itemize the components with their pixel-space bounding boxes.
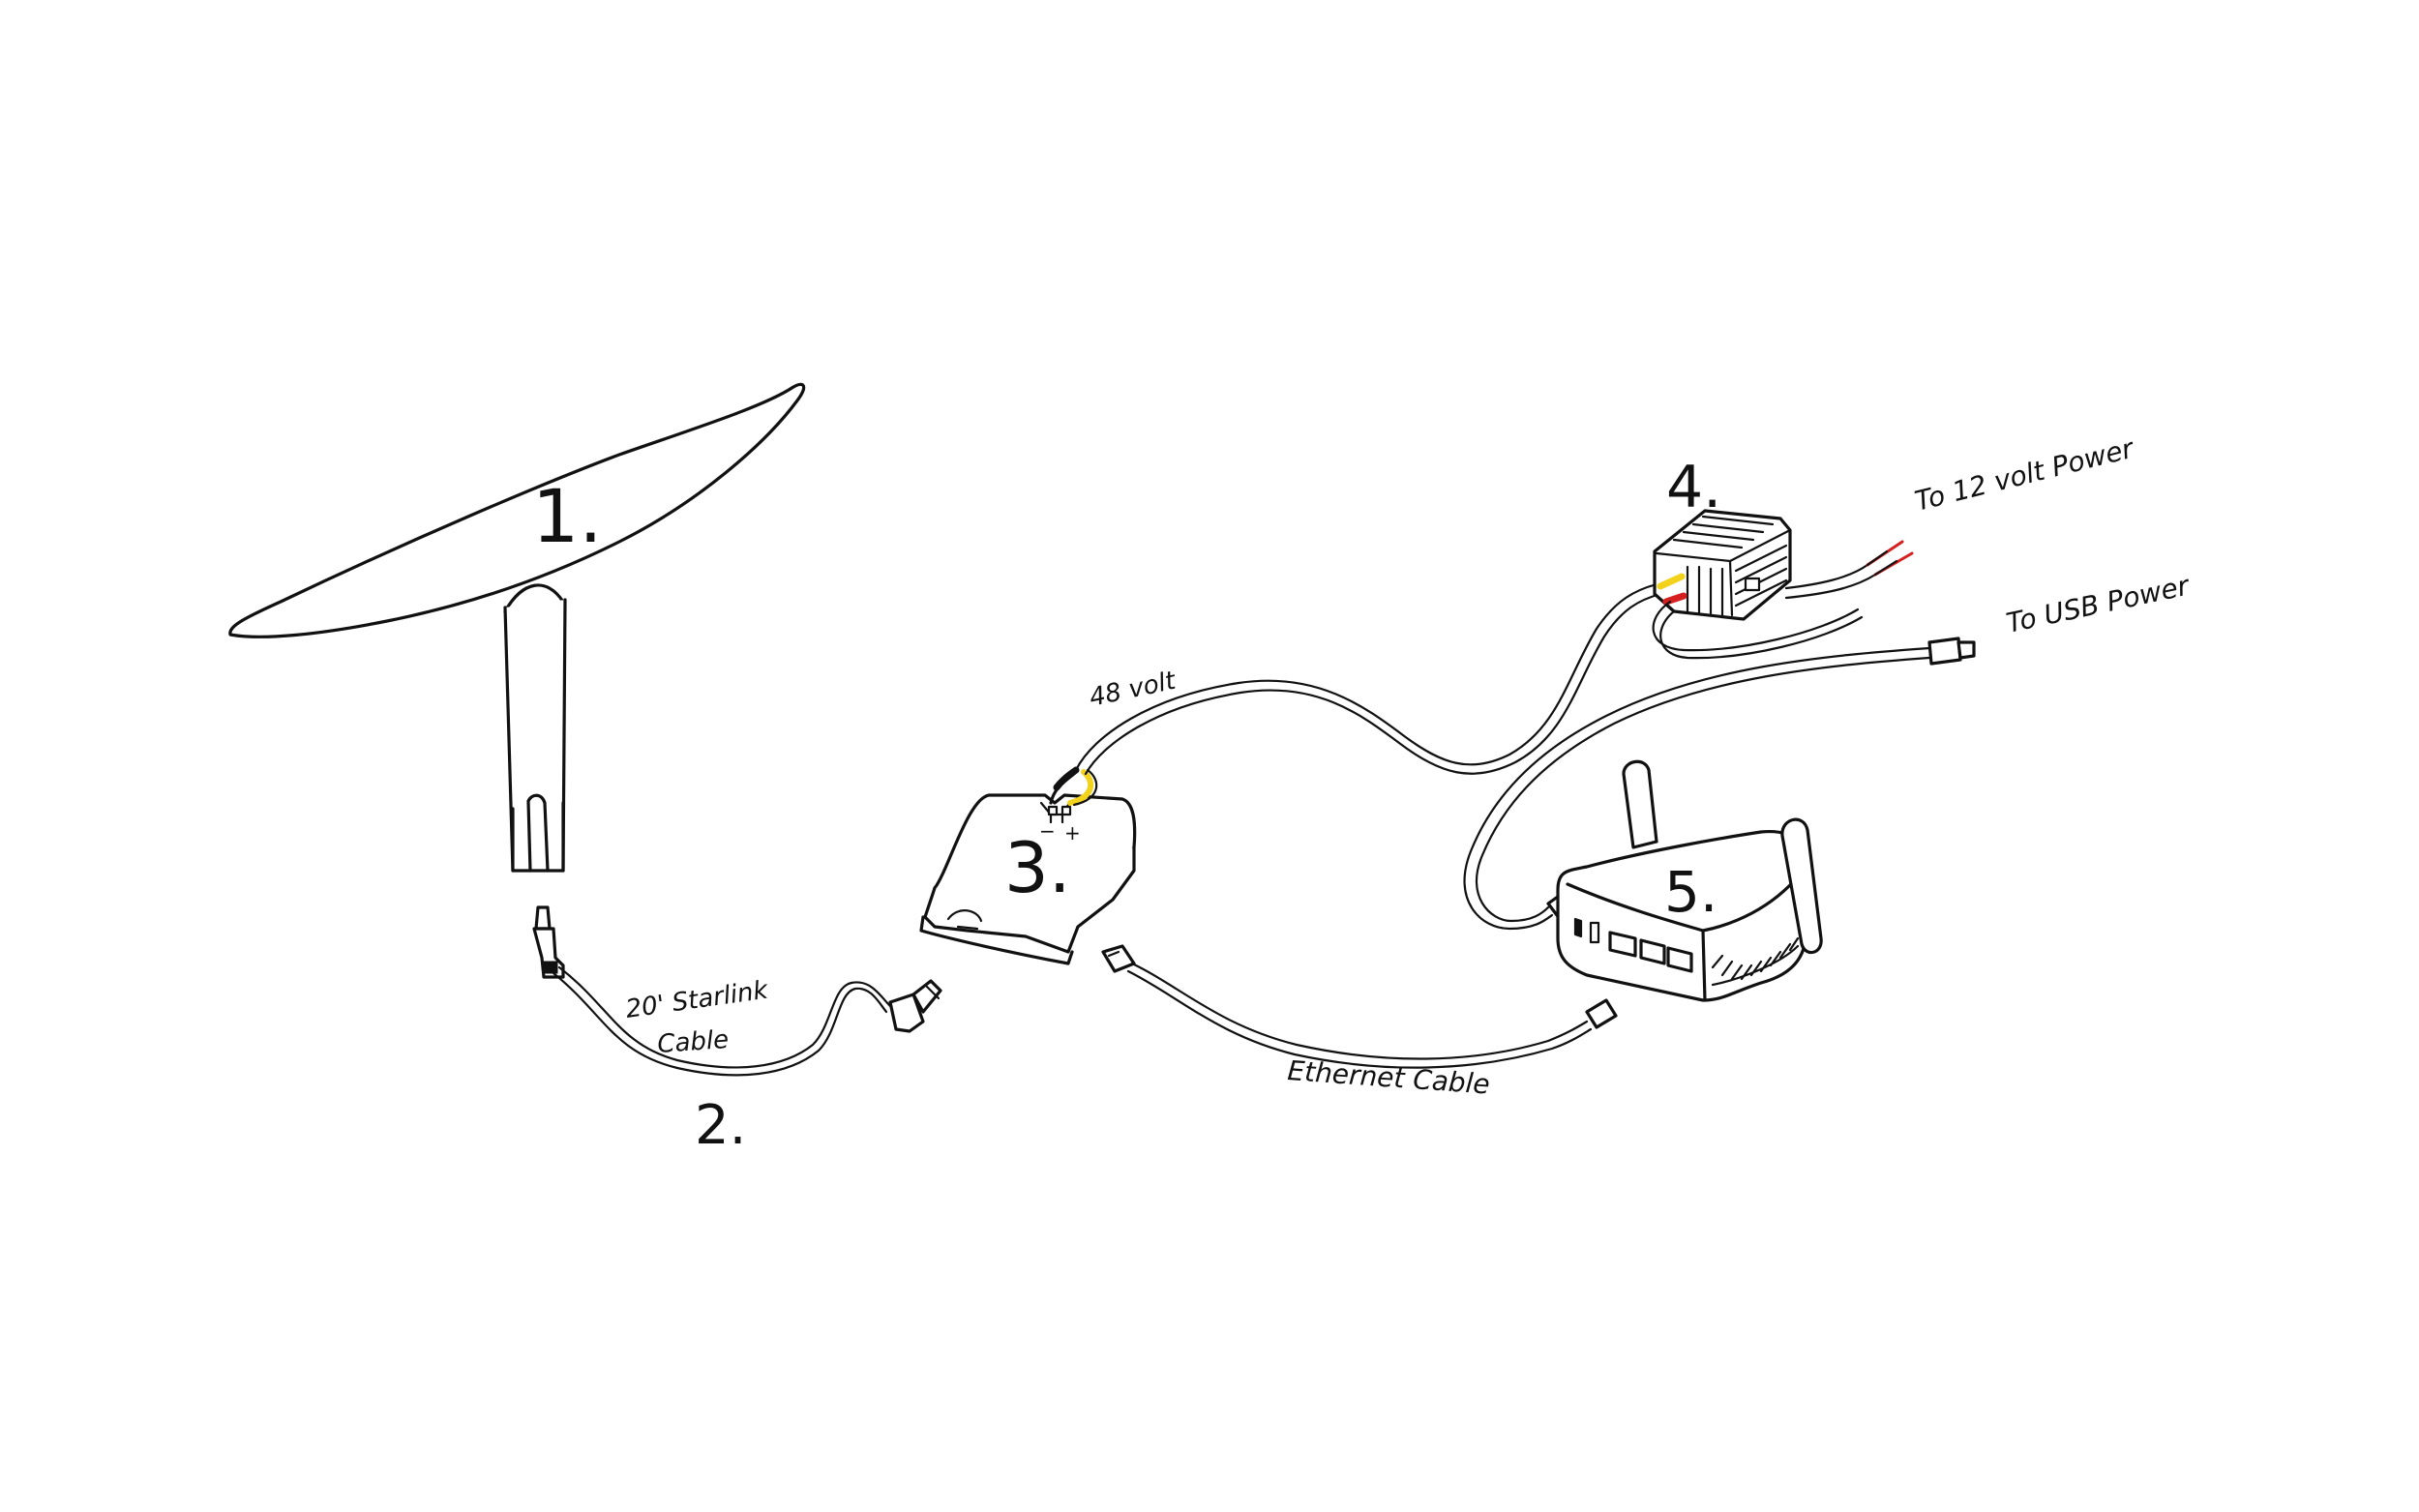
cable-wire — [557, 965, 892, 1069]
wire-12v-black — [1866, 549, 1898, 577]
usb-plug-power-end — [1927, 637, 1962, 666]
cable-connector-plug — [911, 979, 942, 1014]
psu-fins-front — [1686, 565, 1724, 617]
cable-12v-line-a — [1784, 563, 1869, 590]
router-power-port — [1573, 917, 1583, 938]
converter-number: 3. — [1004, 827, 1071, 908]
label-usb-power: To USB Power — [2004, 569, 2194, 638]
usb-cable-line-b — [1476, 656, 1931, 923]
psu-number: 4. — [1666, 454, 1721, 521]
starlink-dish — [228, 382, 806, 873]
poe-converter: − + 3. — [919, 793, 1137, 965]
dish-mast-clip — [526, 793, 550, 873]
router-number: 5. — [1664, 859, 1717, 925]
psu-wire-red — [1662, 592, 1687, 606]
psu-fins-top — [1672, 515, 1775, 549]
router-antenna-right — [1780, 817, 1823, 955]
cable-number: 2. — [695, 1094, 746, 1157]
psu-fins-side — [1734, 544, 1788, 608]
dish-plate — [228, 382, 806, 638]
label-12v-power: To 12 volt Power — [1912, 431, 2138, 517]
cable-48v — [1074, 582, 1662, 776]
ethernet-line-a — [1130, 962, 1589, 1060]
ethernet-cable — [1101, 944, 1618, 1069]
ethernet-plug-converter-clip — [1107, 950, 1120, 958]
cable-connector-clip — [543, 961, 558, 974]
router-lan-port-2 — [1639, 938, 1666, 965]
cable-wire-parallel — [552, 971, 888, 1077]
ethernet-plug-router — [1585, 998, 1618, 1029]
dish-mast — [503, 598, 567, 873]
dish-number: 1. — [532, 473, 603, 559]
dish-mast-base — [511, 801, 565, 873]
psu-top-edge — [1655, 528, 1792, 617]
converter-plus-label: + — [1064, 821, 1081, 845]
cable-connector-elbow — [888, 993, 925, 1033]
voltage-label: 48 volt — [1087, 667, 1179, 713]
cable-12v-line-b — [1784, 573, 1877, 600]
wifi-router: 5. — [1556, 759, 1823, 1002]
router-antenna-left — [1622, 759, 1658, 849]
cable-48v-line-b — [1084, 592, 1662, 776]
router-usb-port — [1589, 921, 1600, 944]
converter-terminal-minus — [1047, 805, 1059, 816]
converter-terminal-plus — [1060, 805, 1072, 816]
psu-wire-loop-parallel — [1659, 609, 1864, 660]
router-vent-grille — [1711, 936, 1800, 987]
dc-power-supply: 4. — [1652, 454, 1914, 660]
router-lan-port-1 — [1608, 931, 1637, 958]
psu-switch — [1744, 577, 1761, 592]
ethernet-line-b — [1126, 969, 1593, 1069]
psu-wire-loop — [1652, 600, 1860, 652]
ethernet-plug-converter — [1101, 944, 1136, 973]
router-front-edge — [1566, 882, 1707, 1002]
cable-label-line2: Cable — [656, 1025, 730, 1059]
usb-power-cable — [1463, 637, 1976, 931]
converter-minus-label: − — [1039, 819, 1056, 843]
ethernet-label: Ethernet Cable — [1287, 1054, 1491, 1101]
converter-vent — [946, 909, 983, 931]
wire-black-48v-insulation — [1053, 766, 1080, 791]
usb-plug-power-tip — [1956, 640, 1976, 660]
dish-neck — [503, 583, 565, 613]
cable-label-line1: 20' Starlink — [624, 976, 770, 1024]
wire-yellow-48v-outline — [1072, 768, 1098, 807]
cable-connector-top — [534, 905, 552, 931]
usb-cable-line-a — [1463, 646, 1931, 931]
converter-side — [923, 845, 1136, 954]
starlink-cable — [532, 905, 942, 1077]
cable-connector-ring — [925, 985, 941, 1000]
router-lan-port-3 — [1666, 946, 1693, 973]
converter-base-flange — [919, 915, 1074, 965]
psu-wire-yellow — [1657, 573, 1686, 590]
cable-48v-line-a — [1074, 582, 1658, 772]
